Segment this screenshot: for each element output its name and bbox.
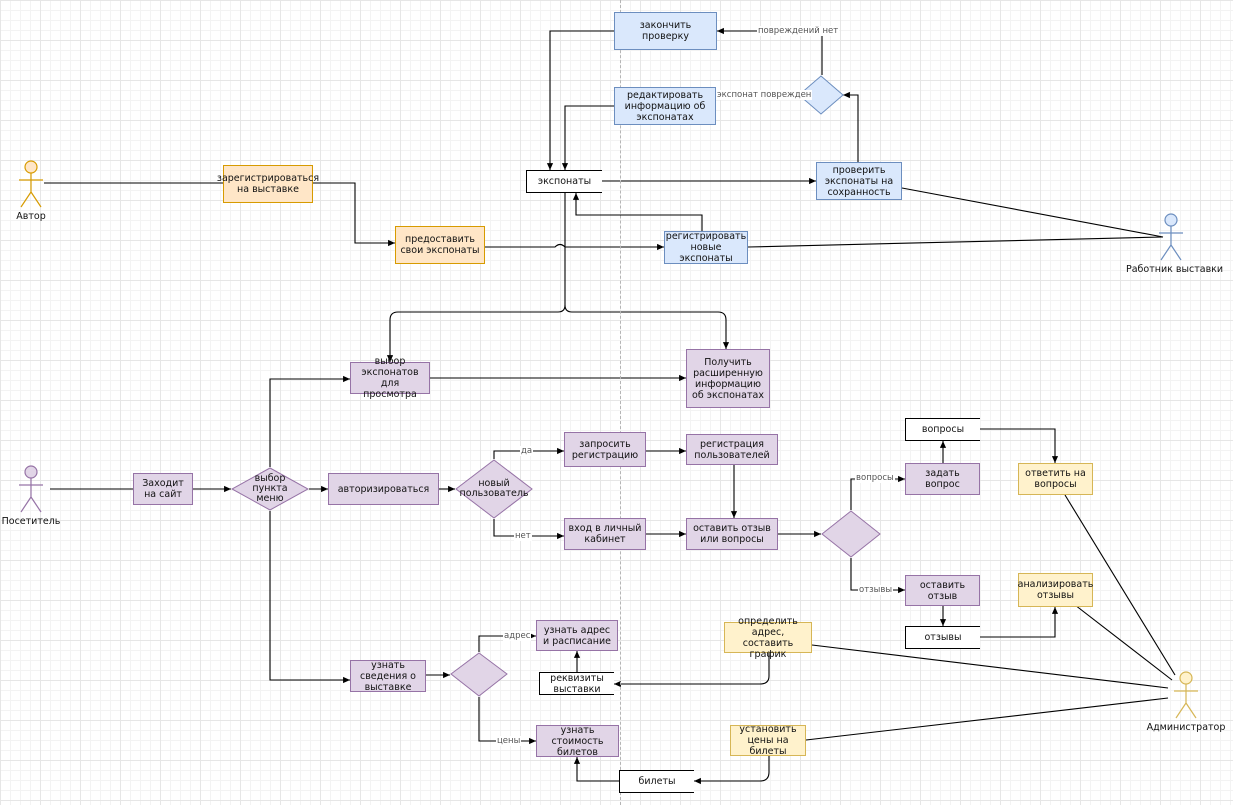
actor-label: Администратор (1146, 722, 1226, 733)
node-provide-exhibits[interactable]: предоставить свои экспонаты (395, 226, 485, 264)
actor-visitor[interactable]: Посетитель (0, 465, 76, 527)
actor-label: Посетитель (1, 516, 61, 527)
page-divider (620, 0, 621, 805)
node-authorize[interactable]: авторизироваться (328, 473, 439, 505)
node-check-exhibits[interactable]: проверить экспонаты на сохранность (816, 162, 902, 200)
actor-label: Работник выставки (1126, 264, 1224, 275)
node-set-ticket-prices[interactable]: установить цены на билеты (730, 724, 806, 757)
author-figure-icon (19, 160, 43, 208)
node-ask-question[interactable]: задать вопрос (905, 463, 980, 495)
decision-info-type[interactable] (450, 652, 508, 697)
edge-label-damaged: экспонат поврежден (716, 90, 813, 100)
administrator-figure-icon (1174, 671, 1198, 719)
actor-author[interactable]: Автор (0, 160, 76, 222)
node-register-exhibition[interactable]: зарегистрироваться на выставке (217, 165, 319, 203)
actor-administrator[interactable]: Администратор (1141, 671, 1231, 733)
node-answer-questions[interactable]: ответить на вопросы (1018, 463, 1093, 495)
decision-shape (231, 467, 309, 511)
edge-label-questions: вопросы (855, 473, 895, 483)
node-finish-check[interactable]: закончить проверку (614, 12, 717, 50)
actor-exhibition-worker[interactable]: Работник выставки (1126, 213, 1224, 275)
decision-review-or-question[interactable] (821, 510, 881, 558)
decision-shape (450, 652, 508, 697)
node-address-schedule[interactable]: узнать адрес и расписание (536, 620, 618, 651)
edge-label-address: адрес (503, 631, 532, 641)
decision-exhibit-damaged[interactable] (798, 75, 844, 115)
node-analyze-reviews[interactable]: анализировать отзывы (1018, 573, 1093, 607)
node-define-address-schedule[interactable]: определить адрес, составить график (724, 616, 812, 660)
visitor-figure-icon (19, 465, 43, 513)
edge-label-no: нет (514, 531, 532, 541)
worker-figure-icon (1159, 213, 1183, 261)
decision-shape (798, 75, 844, 115)
datastore-reviews[interactable]: отзывы (905, 626, 980, 649)
node-enters-site[interactable]: Заходит на сайт (133, 473, 193, 505)
edge-label-reviews: отзывы (858, 585, 894, 595)
node-login-cabinet[interactable]: вход в личный кабинет (564, 518, 646, 550)
edge-label-no-damage: повреждений нет (757, 26, 840, 36)
decision-menu-choice[interactable]: выбор пункта меню (231, 467, 309, 511)
node-edit-info[interactable]: редактировать информацию об экспонатах (614, 87, 716, 125)
node-choose-exhibits[interactable]: выбор экспонатов для просмотра (350, 356, 430, 400)
node-request-registration[interactable]: запросить регистрацию (564, 432, 646, 467)
edge-label-prices: цены (496, 736, 522, 746)
decision-shape (455, 459, 533, 519)
node-leave-review-or-question[interactable]: оставить отзыв или вопросы (686, 518, 778, 550)
datastore-questions[interactable]: вопросы (905, 418, 980, 441)
datastore-exhibits[interactable]: экспонаты (526, 170, 602, 193)
node-user-registration[interactable]: регистрация пользователей (686, 434, 778, 465)
node-register-new-exhibits[interactable]: регистрировать новые экспонаты (664, 231, 748, 264)
actor-label: Автор (16, 211, 46, 222)
edge-label-yes: да (520, 446, 534, 456)
datastore-tickets[interactable]: билеты (619, 770, 694, 793)
node-ticket-price[interactable]: узнать стоимость билетов (536, 725, 619, 758)
node-leave-review[interactable]: оставить отзыв (905, 575, 980, 606)
decision-shape (821, 510, 881, 558)
datastore-exhibition-details[interactable]: реквизиты выставки (539, 672, 614, 695)
node-extended-info[interactable]: Получить расширенную информацию об экспо… (686, 349, 770, 408)
decision-new-user[interactable]: новый пользователь (455, 459, 533, 519)
node-exhibition-info[interactable]: узнать сведения о выставке (350, 660, 426, 693)
